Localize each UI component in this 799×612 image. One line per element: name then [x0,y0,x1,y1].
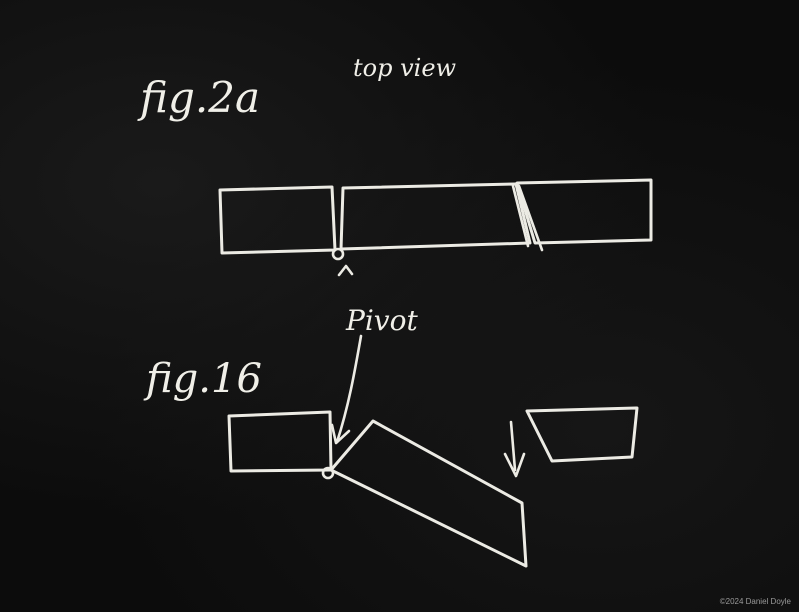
hinge-line-2 [517,184,544,252]
fig-1b-panels [227,406,639,568]
left-panel [218,185,337,255]
pivot-point-side [321,466,335,480]
pivot-arrow [330,334,363,445]
photo-credit: ©2024 Daniel Doyle [719,597,791,606]
top-view-label: top view [353,54,457,82]
fig-2a-label: fig.2a [137,73,260,122]
fig-2a-panels [218,178,653,277]
pivot-arrow-line [335,334,363,444]
middle-panel [339,182,532,251]
pivot-point-top [331,247,345,261]
drop-arrow-line [509,420,517,472]
rotating-panel [329,419,528,568]
hinge-line [511,184,530,248]
far-panel [525,406,639,463]
fixed-panel [227,410,333,473]
pivot-label: Pivot [345,304,418,337]
drop-arrow-head [503,452,526,478]
right-panel [515,178,653,245]
pivot-caret [337,264,354,277]
pivot-arrow-head [330,423,351,445]
fig-1b-label: fig.16 [143,356,262,402]
